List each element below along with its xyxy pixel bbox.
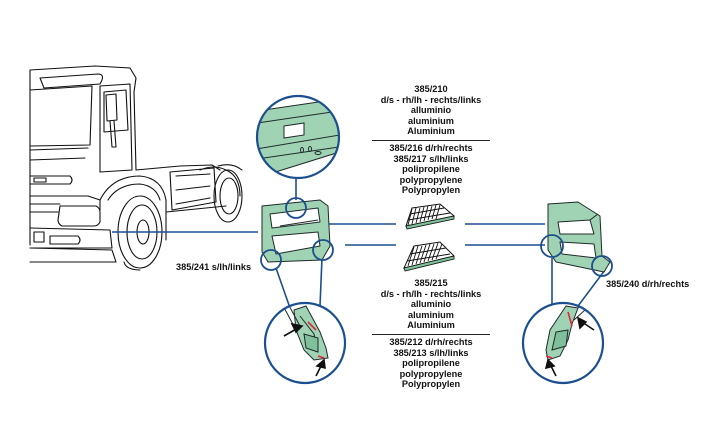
spec-bottom-aluminium-line: aluminium — [408, 309, 454, 320]
arrow-icon — [283, 322, 326, 377]
spec-top-poly-line: 385/217 s/lh/links — [393, 153, 469, 164]
spec-block-bottom: 385/215 d/s - rh/lh - rechts/links allum… — [370, 278, 492, 390]
detail-magnifier-bottom-right — [521, 301, 605, 385]
step-bracket-left-icon — [261, 199, 331, 263]
detail-circle-top-anchor — [285, 197, 307, 219]
divider — [372, 139, 490, 141]
spec-bottom-poly-line: polipropilene — [402, 358, 460, 369]
truck-icon — [29, 65, 243, 271]
detail-magnifier-top — [255, 94, 341, 180]
spec-bottom-poly-line: polypropylene — [399, 368, 463, 379]
spec-top-aluminium-line: aluminium — [408, 115, 454, 126]
spec-block-top: 385/210 d/s - rh/lh - rechts/links allum… — [370, 84, 492, 196]
divider — [372, 333, 490, 335]
step-bracket-right-icon — [547, 201, 611, 273]
spec-top-aluminium-line: 385/210 — [414, 84, 448, 94]
spec-top-poly-line: Polypropylen — [401, 185, 461, 196]
spec-top-aluminium-line: Aluminium — [407, 126, 455, 137]
leader-lines — [112, 178, 606, 309]
detail-magnifier-bottom-left — [263, 301, 347, 385]
spec-top-aluminium-line: alluminio — [410, 105, 452, 116]
detail-circle-left-b — [312, 239, 334, 261]
label-left-part: 385/241 s/lh/links — [176, 262, 252, 272]
arrow-icon — [544, 316, 595, 377]
spec-bottom-poly-line: Polypropylen — [401, 379, 461, 390]
spec-top-poly-line: 385/216 d/rh/rechts — [389, 142, 473, 153]
detail-circle-left-a — [260, 249, 282, 271]
spec-bottom-aluminium-line: d/s - rh/lh - rechts/links — [380, 288, 482, 299]
spec-top-poly-line: polipropilene — [402, 164, 460, 175]
spec-bottom-poly-line: 385/212 d/rh/rechts — [389, 336, 473, 347]
detail-circle-right-b — [591, 255, 613, 277]
spec-top-aluminium-line: d/s - rh/lh - rechts/links — [380, 94, 482, 105]
step-grating-top-icon — [405, 203, 456, 230]
detail-circle-right-a — [540, 234, 564, 258]
step-grating-bottom-icon — [403, 241, 455, 272]
spec-bottom-aluminium-line: 385/215 — [414, 278, 448, 288]
spec-bottom-aluminium-line: alluminio — [410, 299, 452, 310]
spec-bottom-aluminium-line: Aluminium — [407, 320, 455, 331]
spec-bottom-poly-line: 385/213 s/lh/links — [393, 347, 469, 358]
label-right-part: 385/240 d/rh/rechts — [606, 279, 690, 289]
spec-top-poly-line: polypropylene — [399, 174, 463, 185]
